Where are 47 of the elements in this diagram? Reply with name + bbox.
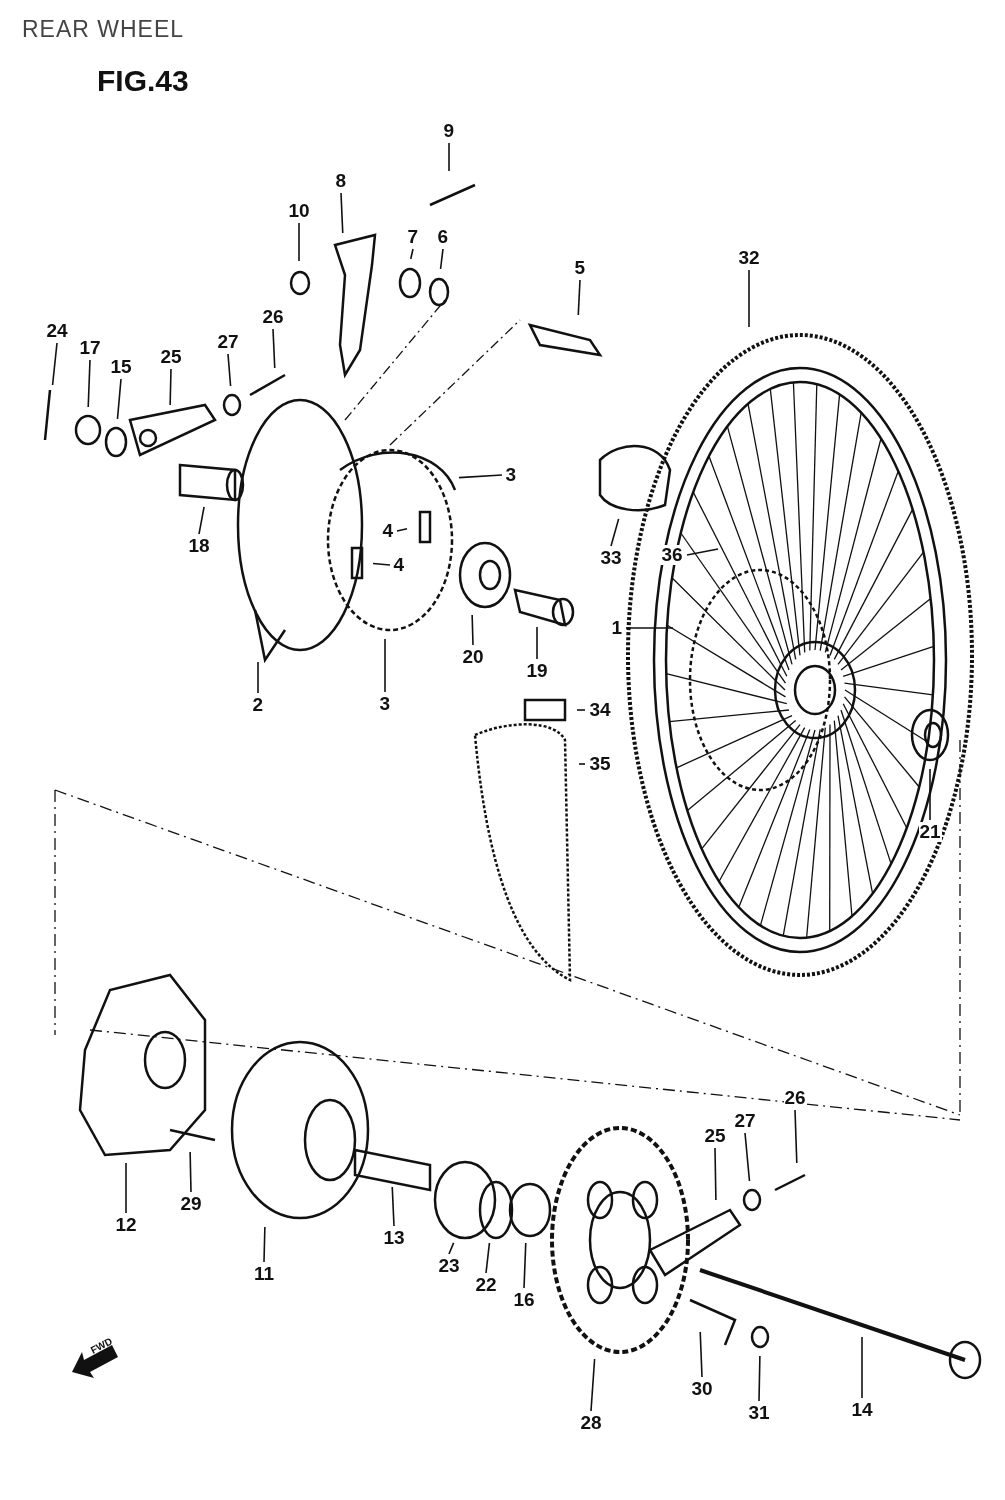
leader-line (298, 222, 300, 262)
leader-line (87, 359, 91, 408)
leader-line (169, 368, 172, 406)
leader-line (227, 353, 232, 387)
leader-line (471, 614, 474, 646)
leader-line (372, 562, 391, 566)
leader-line (396, 528, 408, 532)
direction-label: FWD (88, 1335, 115, 1356)
leader-line (340, 192, 344, 234)
leader-line (391, 1186, 395, 1227)
callout-number: 21 (918, 822, 942, 842)
leader-line (576, 709, 586, 711)
leader-line (523, 1242, 527, 1289)
leader-line (578, 763, 586, 765)
leader-line (485, 1242, 491, 1274)
leader-line (929, 768, 931, 821)
leader-line (448, 142, 450, 172)
diagram-title: REAR WHEEL (22, 16, 185, 43)
leader-line (590, 1358, 596, 1412)
leader-line (116, 378, 122, 420)
leader-line (125, 1162, 127, 1214)
leader-line (51, 342, 58, 386)
leader-line (448, 1242, 455, 1255)
leader-line (189, 1151, 192, 1193)
leader-line (714, 1147, 717, 1201)
leader-line (861, 1336, 863, 1399)
leader-line (758, 1355, 761, 1402)
figure-number: FIG.43 (97, 64, 189, 98)
leader-line (794, 1109, 798, 1164)
leader-line (699, 1331, 703, 1378)
callout-number: 26 (783, 1088, 807, 1108)
callout-number: 36 (660, 545, 684, 565)
leader-line (610, 518, 620, 547)
leader-line (686, 548, 719, 556)
leader-line (577, 279, 581, 316)
leader-line (263, 1226, 266, 1263)
leader-line (198, 506, 205, 535)
leader-line (439, 248, 444, 270)
leader-line (744, 1132, 751, 1182)
leader-line (409, 248, 414, 260)
leader-line (257, 661, 259, 694)
leader-line (458, 474, 503, 479)
leader-line (536, 626, 538, 660)
leader-line (272, 328, 276, 369)
leader-line (748, 269, 750, 328)
leader-line (384, 638, 386, 693)
leader-line (625, 627, 674, 629)
